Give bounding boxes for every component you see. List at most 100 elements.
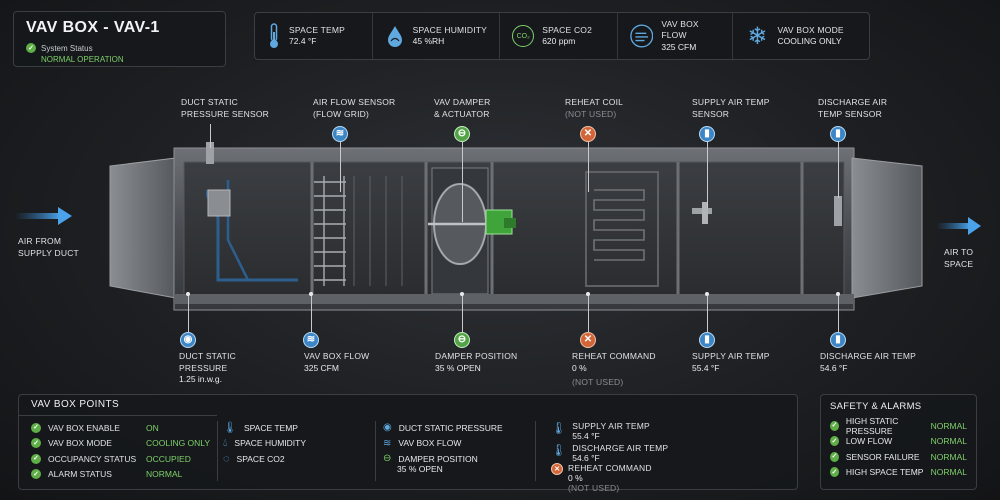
metric-label: VAV BOX FLOW xyxy=(661,19,720,42)
callout-damper-position[interactable]: DAMPER POSITION xyxy=(435,351,517,363)
damper-icon: ⊖ xyxy=(383,453,391,464)
metric-label: SPACE CO2 xyxy=(542,25,592,37)
ok-check-icon: ✓ xyxy=(31,438,41,448)
pressure-icon: ◉ xyxy=(383,422,392,433)
vav-flow-icon: ≋ xyxy=(303,332,319,348)
supply-air-temp-icon: ▮ xyxy=(699,332,715,348)
metric-label: SPACE HUMIDITY xyxy=(413,25,487,37)
discharge-air-temp-value: 54.6 °F xyxy=(820,363,848,375)
callout-airflow-sensor[interactable]: AIR FLOW SENSOR (FLOW GRID) xyxy=(313,97,395,120)
callout-supply-air-temp-sensor[interactable]: SUPPLY AIR TEMP SENSOR xyxy=(692,97,770,120)
supply-air-temp-value: 55.4 °F xyxy=(692,363,720,375)
humidity-drop-icon: 💧︎ xyxy=(223,437,227,450)
ok-check-icon: ✓ xyxy=(830,436,839,446)
callout-reheat-command[interactable]: REHEAT COMMAND xyxy=(572,351,656,363)
reheat-command-note: (NOT USED) xyxy=(572,377,623,389)
damper-actuator-icon: ⊖ xyxy=(454,126,470,142)
callout-vav-damper[interactable]: VAV DAMPER & ACTUATOR xyxy=(434,97,490,120)
point-row[interactable]: ◌SPACE CO2 xyxy=(223,451,306,467)
damper-position-icon: ⊖ xyxy=(454,332,470,348)
reheat-coil-icon: ✕ xyxy=(580,126,596,142)
callout-reheat-coil-note: (NOT USED) xyxy=(565,109,616,121)
vav-box-flow-value: 325 CFM xyxy=(304,363,339,375)
header-card: VAV BOX - VAV-1 ✓ System Status NORMAL O… xyxy=(13,11,226,67)
snowflake-icon: ❄ xyxy=(745,22,769,51)
metric-value: 620 ppm xyxy=(542,36,592,48)
metric-value: COOLING ONLY xyxy=(777,36,843,48)
ok-check-icon: ✓ xyxy=(31,469,41,479)
page-title: VAV BOX - VAV-1 xyxy=(26,19,213,37)
outlet-arrow-icon xyxy=(936,217,982,235)
airflow-sensor-icon: ≋ xyxy=(332,126,348,142)
reheat-command-icon: ✕ xyxy=(580,332,596,348)
alarms-panel-title: SAFETY & ALARMS xyxy=(830,401,967,412)
point-row[interactable]: 🌡︎SPACE TEMP xyxy=(223,420,306,436)
status-label: System Status xyxy=(41,44,93,53)
co2-icon: ◌ xyxy=(223,453,230,465)
vav-box-diagram xyxy=(108,140,926,320)
metric-value: 72.4 °F xyxy=(289,36,345,48)
callout-supply-air-temp[interactable]: SUPPLY AIR TEMP xyxy=(692,351,770,363)
discharge-air-temp-icon: ▮ xyxy=(830,332,846,348)
metric-label: SPACE TEMP xyxy=(289,25,345,37)
ok-check-icon: ✓ xyxy=(31,454,41,464)
metric-value: 325 CFM xyxy=(661,42,720,54)
metric-value: 45 %RH xyxy=(413,36,487,48)
point-value: 35 % OPEN xyxy=(397,464,503,476)
point-row[interactable]: ◉DUCT STATIC PRESSURE xyxy=(383,420,503,436)
thermometer-icon: 🌡︎ xyxy=(551,421,566,435)
outlet-label: AIR TO SPACE xyxy=(944,247,973,270)
duct-static-pressure-icon: ◉ xyxy=(180,332,196,348)
status-value: NORMAL OPERATION xyxy=(41,55,213,64)
ok-check-icon: ✓ xyxy=(830,421,839,431)
thermometer-icon: 🌡︎ xyxy=(223,421,237,434)
inlet-arrow-icon xyxy=(14,206,74,226)
callout-discharge-air-temp[interactable]: DISCHARGE AIR TEMP xyxy=(820,351,916,363)
point-row[interactable]: 💧︎SPACE HUMIDITY xyxy=(223,436,306,452)
reheat-command-value: 0 % xyxy=(572,363,587,375)
co2-icon: CO₂ xyxy=(512,25,534,47)
callout-vav-box-flow[interactable]: VAV BOX FLOW xyxy=(304,351,369,363)
duct-static-pressure-value: 1.25 in.w.g. xyxy=(179,374,222,386)
metric-label: VAV BOX MODE xyxy=(777,25,843,37)
thermometer-icon: 🌡︎ xyxy=(551,443,566,457)
points-panel-title: VAV BOX POINTS xyxy=(31,399,119,410)
thermometer-icon xyxy=(267,23,281,49)
airflow-icon xyxy=(630,23,654,49)
supply-temp-sensor-icon: ▮ xyxy=(699,126,715,142)
ok-check-icon: ✓ xyxy=(830,467,839,477)
callout-reheat-coil[interactable]: REHEAT COIL xyxy=(565,97,623,109)
point-row[interactable]: ≋VAV BOX FLOW xyxy=(383,436,503,452)
callout-duct-static-sensor[interactable]: DUCT STATIC PRESSURE SENSOR xyxy=(181,97,269,120)
status-ok-icon: ✓ xyxy=(26,43,36,53)
humidity-drop-icon xyxy=(385,24,405,48)
callout-duct-static-pressure[interactable]: DUCT STATIC PRESSURE xyxy=(179,351,236,374)
callout-discharge-air-temp-sensor[interactable]: DISCHARGE AIR TEMP SENSOR xyxy=(818,97,887,120)
damper-position-value: 35 % OPEN xyxy=(435,363,481,375)
ok-check-icon: ✓ xyxy=(830,452,839,462)
discharge-temp-sensor-icon: ▮ xyxy=(830,126,846,142)
reheat-icon: ✕ xyxy=(551,463,563,475)
airflow-icon: ≋ xyxy=(383,438,391,449)
